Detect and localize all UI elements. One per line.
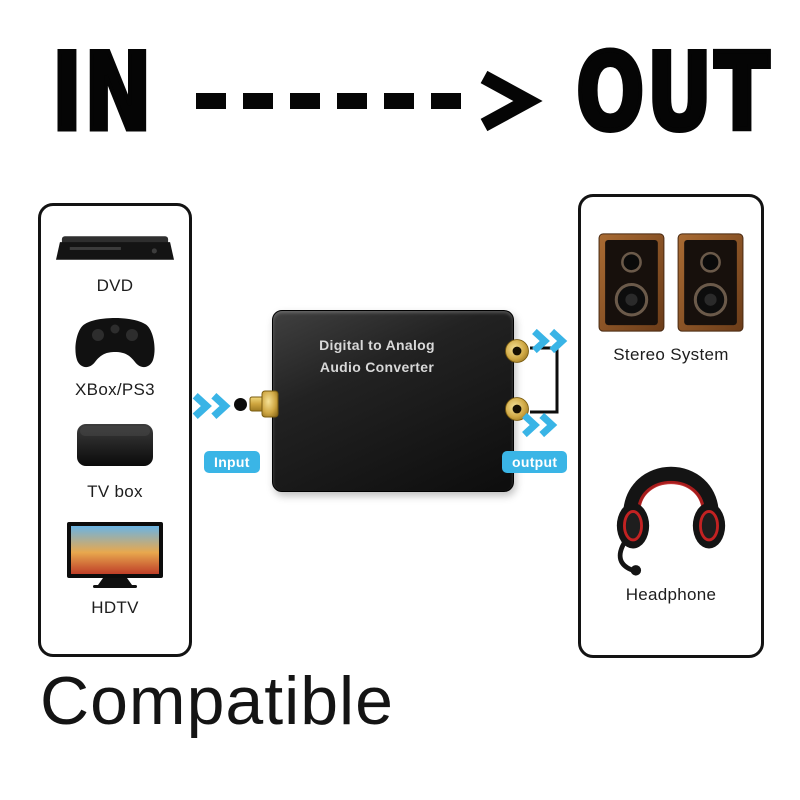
output-arrows-icon [522,412,558,438]
device-item: HDTV [41,520,189,618]
optical-plug-tip [234,398,247,411]
game-controller-icon [75,318,155,368]
input-devices-panel: DVD XBox/PS3 TV box [38,203,192,657]
compatible-caption: Compatible [40,663,394,739]
device-label: Stereo System [613,345,729,364]
device-label: TV box [87,482,143,501]
in-label: IN [50,31,154,154]
converter-title-line1: Digital to Analog [319,337,435,353]
stereo-speakers-icon [598,233,744,332]
dvd-player-icon [56,236,174,260]
output-connection-bracket [530,346,559,414]
output-badge: output [502,451,568,473]
device-label: DVD [96,276,134,295]
device-item: XBox/PS3 [41,314,189,400]
converter-title-line2: Audio Converter [319,358,435,375]
input-arrows-icon [192,392,231,420]
hdtv-icon [67,522,163,588]
tv-box-icon [77,424,153,466]
device-label: Headphone [625,585,717,604]
device-item: TV box [41,414,189,502]
converter-title: Digital to Analog Audio Converter [287,335,467,378]
device-label: HDTV [91,598,139,617]
device-item: Headphone [581,425,761,605]
output-devices-panel: Stereo System Headphone [578,194,764,658]
device-item: Stereo System [581,227,761,365]
headphone-icon [616,466,726,576]
out-label: OUT [574,31,772,154]
rca-output-connector-icon [505,339,529,363]
flow-arrow-icon [196,70,543,132]
device-label: XBox/PS3 [75,380,155,399]
rca-output-connector-icon [505,397,529,421]
converter-device: Digital to Analog Audio Converter [272,310,514,492]
device-item: DVD [41,228,189,296]
input-badge: Input [204,451,260,473]
output-arrows-icon [532,328,568,354]
optical-input-connector-icon [249,390,279,418]
